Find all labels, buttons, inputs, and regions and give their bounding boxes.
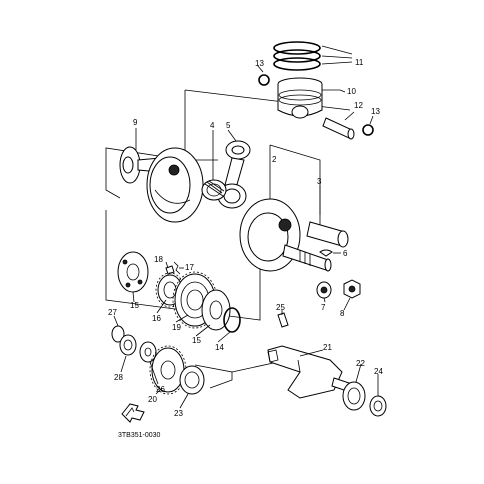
callout-23: 23 — [174, 409, 183, 418]
callout-4: 4 — [210, 121, 215, 130]
callout-20: 20 — [148, 395, 157, 404]
leader-lines — [113, 65, 379, 409]
callout-9: 9 — [133, 118, 138, 127]
callout-16: 16 — [152, 314, 161, 323]
plate-middle — [201, 289, 231, 331]
callout-27: 27 — [108, 308, 117, 317]
callout-15-top: 15 — [130, 301, 139, 310]
callout-14: 14 — [215, 343, 224, 352]
piston-pin — [322, 117, 355, 140]
crank-wheel-left — [119, 146, 204, 223]
assembly-bracket-lines — [105, 89, 351, 389]
crank-pin — [306, 221, 349, 248]
callout-13-top: 13 — [255, 59, 264, 68]
callout-5: 5 — [226, 121, 231, 130]
nut — [343, 279, 361, 299]
callout-11: 11 — [355, 58, 364, 67]
dowel-pin — [277, 312, 289, 328]
callout-10: 10 — [347, 87, 356, 96]
callout-17: 17 — [185, 263, 194, 272]
drawing-code: 3TB351-0030 — [118, 432, 161, 439]
circlip-small — [119, 334, 137, 356]
callout-3: 3 — [317, 177, 322, 186]
collar — [316, 281, 332, 299]
callout-2: 2 — [272, 155, 277, 164]
washer — [139, 341, 157, 363]
oil-seal-right — [369, 395, 387, 417]
callout-25: 25 — [276, 303, 285, 312]
callout-labels: 9 13 11 10 12 13 4 5 2 3 6 18 17 15 16 1… — [108, 58, 383, 439]
spring — [173, 261, 181, 275]
plate — [117, 251, 149, 293]
callout-15-mid: 15 — [192, 336, 201, 345]
callout-26: 26 — [156, 385, 165, 394]
callout-24: 24 — [374, 367, 383, 376]
bearing-left — [179, 365, 205, 395]
piston-rings — [273, 41, 353, 71]
piston-pin-clips — [258, 74, 374, 136]
woodruff-key — [319, 249, 341, 257]
callout-19: 19 — [172, 323, 181, 332]
callout-18: 18 — [154, 255, 163, 264]
big-end-bearing — [201, 130, 227, 201]
callout-21: 21 — [323, 343, 332, 352]
callout-6: 6 — [343, 249, 348, 258]
connecting-rod — [217, 129, 251, 209]
crank-wheel-right — [239, 198, 332, 272]
circlip — [223, 307, 241, 333]
callout-22: 22 — [356, 359, 365, 368]
callout-12: 12 — [354, 101, 363, 110]
callout-8: 8 — [340, 309, 345, 318]
bearing-right — [342, 381, 366, 411]
callout-28: 28 — [114, 373, 123, 382]
piston — [277, 77, 340, 119]
callout-7: 7 — [321, 303, 326, 312]
forward-arrow-icon — [121, 403, 145, 423]
callout-13-right: 13 — [371, 107, 380, 116]
